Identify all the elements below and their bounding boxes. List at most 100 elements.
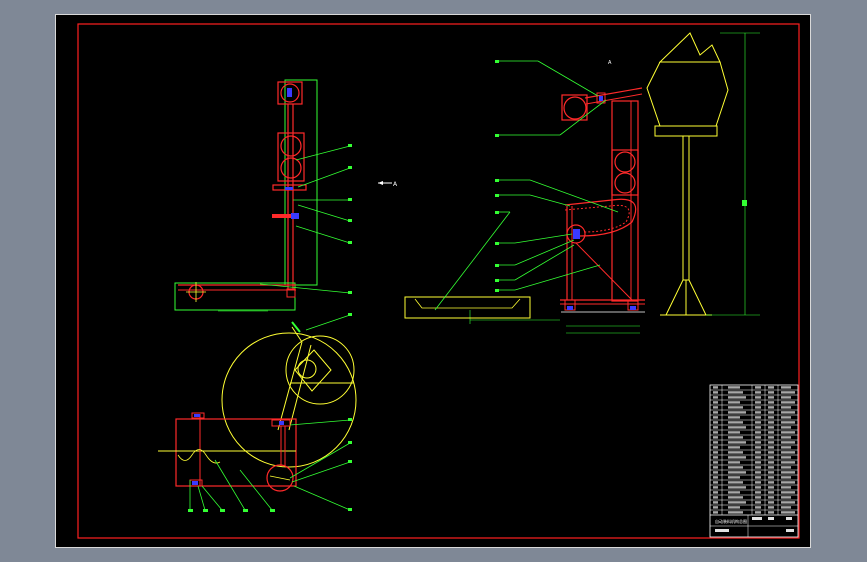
bom-cell-text [755, 491, 761, 494]
bom-cell-text [728, 431, 740, 434]
bom-cell-text [781, 446, 791, 449]
bom-cell-text [713, 466, 718, 469]
roller-upper [280, 135, 302, 157]
top-note: A [608, 60, 612, 66]
bom-cell-text [781, 416, 791, 419]
bom-cell-text [781, 436, 791, 439]
bom-cell-text [768, 436, 774, 439]
bom-cell-text [755, 401, 761, 404]
bom-cell-text [728, 451, 743, 454]
top-pulley-box [277, 81, 303, 105]
bom-cell-text [755, 431, 761, 434]
bom-cell-text [755, 411, 761, 414]
bom-cell-text [728, 466, 743, 469]
bom-cell-text [781, 456, 791, 459]
bom-cell-text [768, 476, 774, 479]
title-block-caption: 自动装料机构总图 [715, 518, 747, 524]
bom-cell-text [781, 511, 795, 514]
bom-cell-text [768, 496, 774, 499]
bom-cell-text [781, 476, 791, 479]
front-leaders [434, 60, 619, 311]
bom-cell-text [755, 486, 761, 489]
bom-cell-text [781, 431, 795, 434]
bom-cell-text [755, 501, 761, 504]
side-flange-blue [285, 187, 293, 190]
bom-cell-text [755, 466, 761, 469]
bom-cell-text [768, 461, 774, 464]
top-pulley-hub [287, 88, 292, 97]
bom-cell-text [768, 501, 774, 504]
bom-cell-text [728, 436, 743, 439]
bom-cell-text [781, 426, 791, 429]
bom-cell-text [728, 441, 746, 444]
bom-cell-text [781, 386, 791, 389]
bom-cell-text [728, 471, 746, 474]
bom-cell-text [755, 481, 761, 484]
double-roller-box [277, 132, 305, 182]
bom-cell-text [728, 456, 746, 459]
title-block: 自动装料机构总图 [709, 384, 799, 538]
bom-cell-text [768, 406, 774, 409]
table-outline [175, 418, 297, 487]
bom-cell-text [755, 471, 761, 474]
torch-cup [646, 61, 729, 127]
drawing-frame [77, 23, 800, 539]
bom-cell-text [781, 401, 795, 404]
bom-cell-text [728, 506, 740, 509]
curved-chute [564, 198, 637, 237]
bom-cell-text [755, 446, 761, 449]
roller-lower [280, 157, 302, 179]
bom-cell-text [768, 441, 774, 444]
bom-cell-text [713, 396, 718, 399]
bom-cell-text [781, 481, 795, 484]
bom-cell-text [755, 461, 761, 464]
bom-cell-text [755, 456, 761, 459]
bom-cell-text [728, 386, 740, 389]
bom-cell-text [713, 391, 718, 394]
bom-cell-text [728, 446, 740, 449]
bom-cell-text [768, 491, 774, 494]
bom-cell-text [768, 391, 774, 394]
torch-flame [658, 32, 721, 63]
bom-cell-text [768, 466, 774, 469]
bom-cell-text [781, 496, 791, 499]
bom-cell-text [755, 416, 761, 419]
side-leaders [259, 145, 351, 294]
bom-cell-text [713, 431, 718, 434]
bom-cell-text [713, 386, 718, 389]
bom-cell-text [768, 426, 774, 429]
bom-cell-text [728, 486, 746, 489]
bom-cell-text [755, 386, 761, 389]
bom-cell-text [713, 461, 718, 464]
bom-cell-text [781, 396, 791, 399]
bom-cell-text [713, 411, 718, 414]
bom-cell-text [755, 511, 761, 514]
side-clamp [272, 214, 294, 218]
bom-cell-text [768, 481, 774, 484]
bom-cell-text [768, 421, 774, 424]
bom-cell-text [713, 471, 718, 474]
bom-cell-text [728, 416, 740, 419]
bom-cell-text [728, 511, 743, 514]
bom-cell-text [768, 486, 774, 489]
front-top-pulley [563, 96, 587, 120]
bom-cell-text [713, 421, 718, 424]
bom-cell-text [755, 396, 761, 399]
view-arrow: A [378, 181, 398, 188]
swing-circle [221, 332, 357, 468]
column-outline [284, 79, 318, 286]
bom-cell-text [768, 446, 774, 449]
bom-cell-text [728, 406, 743, 409]
bom-cell-text [728, 481, 743, 484]
bom-cell-text [713, 451, 718, 454]
bom-cell-text [713, 476, 718, 479]
bom-cell-text [728, 461, 740, 464]
top-pulley [280, 83, 300, 103]
bom-cell-text [713, 426, 718, 429]
bom-cell-text [728, 496, 743, 499]
side-base-outline [174, 282, 296, 311]
bom-cell-text [728, 476, 740, 479]
bom-cell-text [781, 421, 795, 424]
